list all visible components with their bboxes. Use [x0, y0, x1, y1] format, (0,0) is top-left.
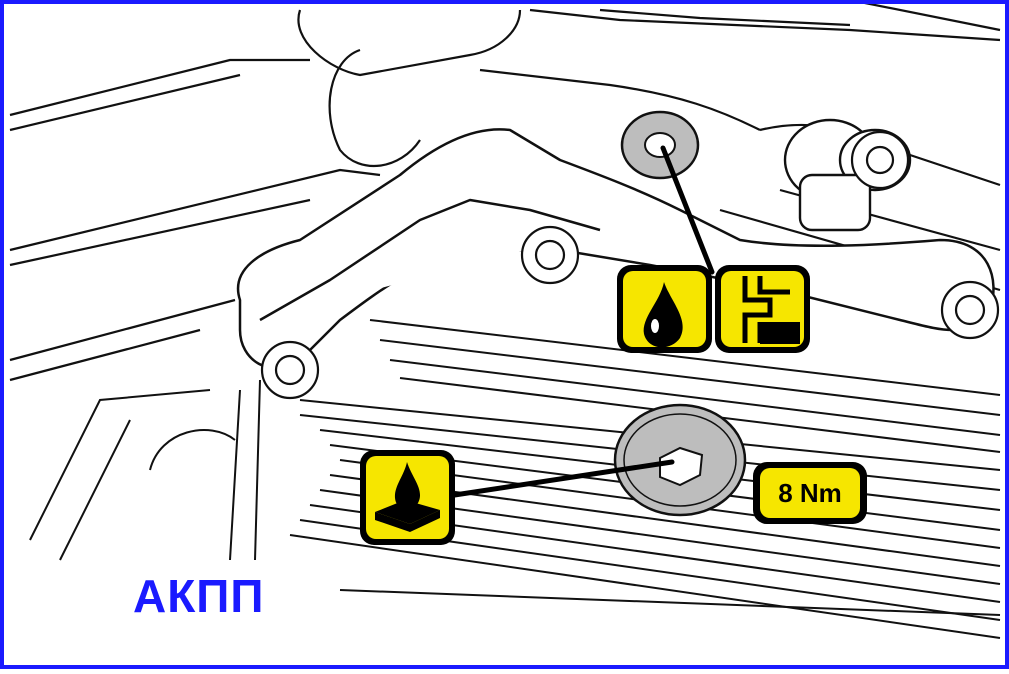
fluid-level-icon [715, 265, 810, 353]
diagram-caption: АКПП [133, 570, 265, 622]
torque-badge [753, 462, 867, 524]
oil-drop-icon [617, 265, 712, 353]
mount-bracket [236, 128, 995, 370]
drain-plug [613, 403, 747, 517]
mounting-bolts [260, 130, 1000, 400]
fill-plug [620, 110, 700, 180]
leader-lines [445, 145, 715, 499]
oil-drain-icon [360, 450, 455, 545]
